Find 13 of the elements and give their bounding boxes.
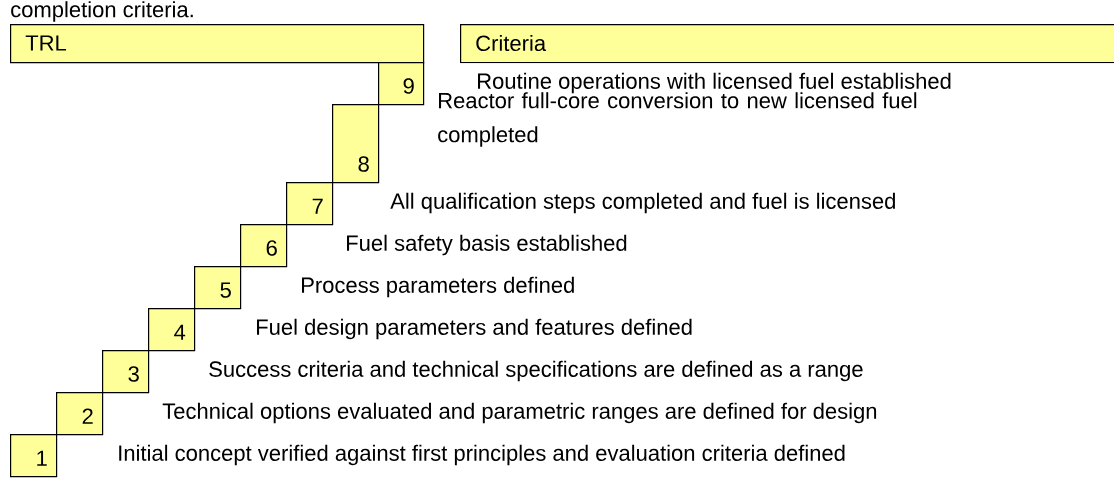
level-box: 2 xyxy=(56,392,104,436)
level-box: 8 xyxy=(332,104,380,184)
level-box: 4 xyxy=(148,308,196,352)
level-box: 1 xyxy=(10,434,58,478)
criteria-text: Initial concept verified against first principles and evaluation criteria defined xyxy=(119,444,845,466)
level-box: 6 xyxy=(240,224,288,268)
criteria-text: Reactor full-core conversion to new licensed fuel completed xyxy=(438,92,917,147)
criteria-text: Fuel design parameters and features defined xyxy=(257,318,692,340)
header-box: Criteria xyxy=(460,24,1114,64)
level-box: 5 xyxy=(194,266,242,310)
level-box: 9 xyxy=(378,62,425,106)
level-box: 3 xyxy=(102,350,150,394)
level-box: 7 xyxy=(286,182,334,226)
